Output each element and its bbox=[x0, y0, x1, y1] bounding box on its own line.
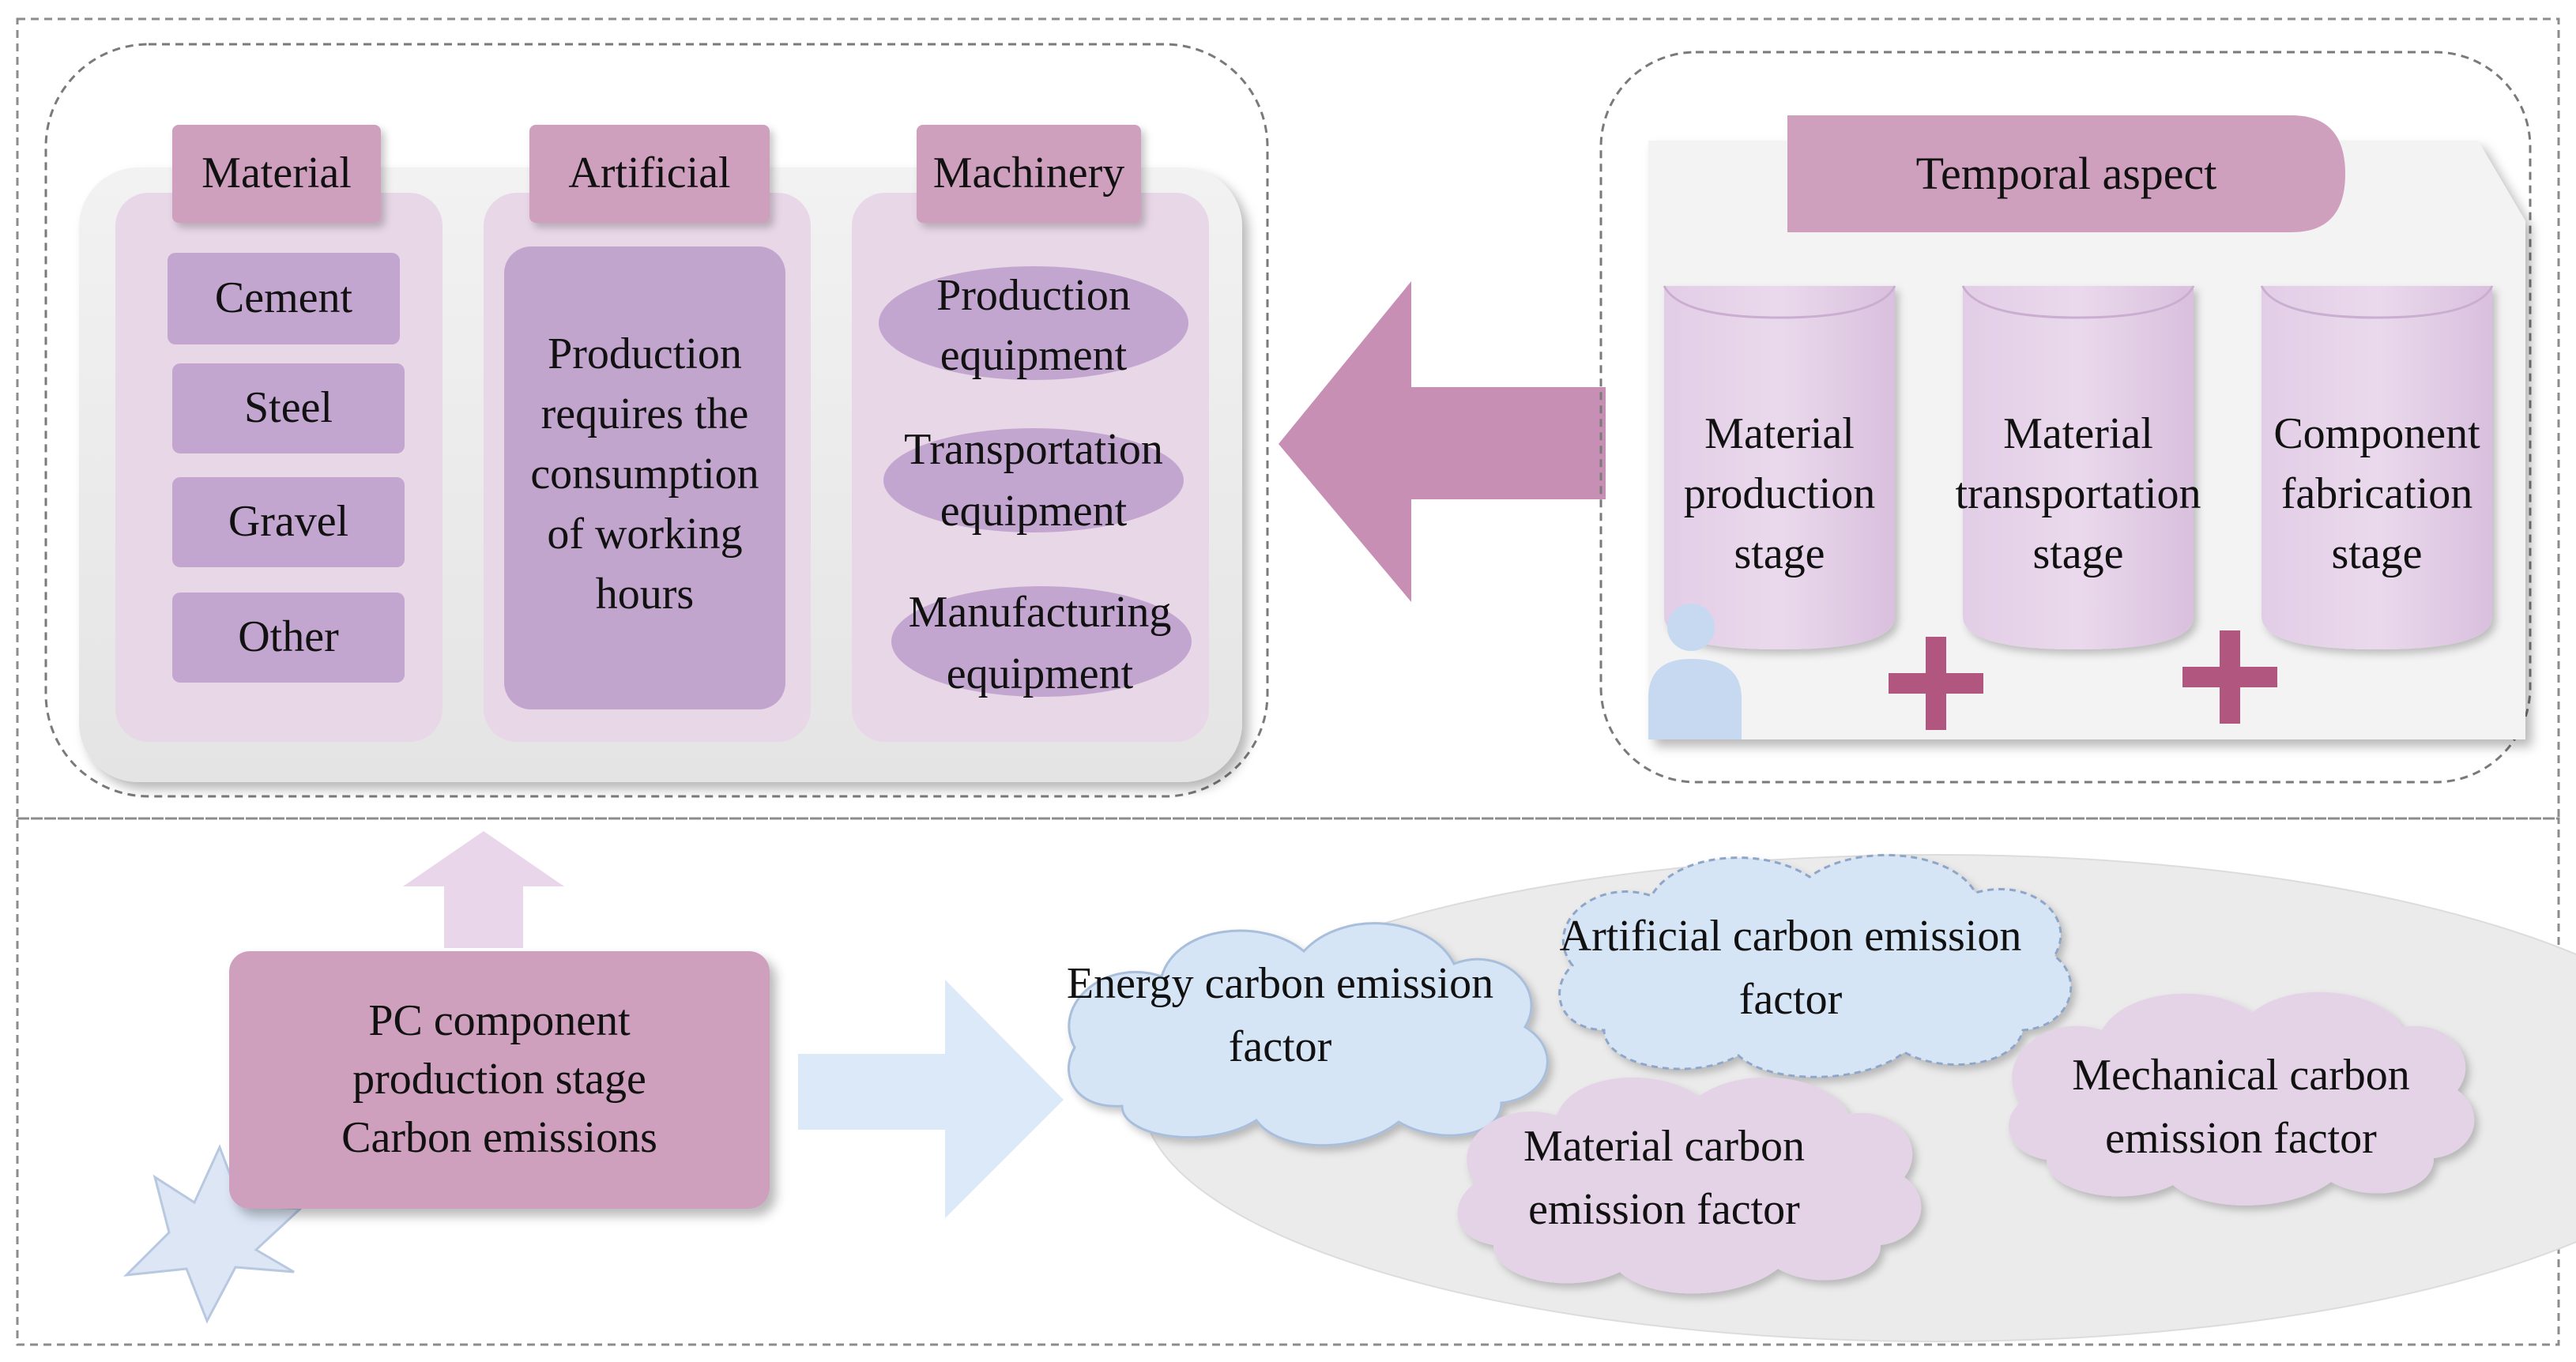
material-header-box bbox=[172, 125, 381, 223]
mechanical-factor-text: Mechanical carbon emission factor bbox=[2072, 1051, 2410, 1163]
stage-material-transportation: Material transportation stage bbox=[1955, 408, 2201, 579]
plus-icon bbox=[2182, 630, 2277, 724]
energy-factor-text: Energy carbon emission factor bbox=[1066, 959, 1494, 1071]
artificial-body-text: Production requires the consumption of w… bbox=[530, 329, 759, 619]
up-arrow bbox=[403, 831, 564, 948]
material-factor-text: Material carbon emission factor bbox=[1523, 1122, 1806, 1234]
stage-cylinder bbox=[1663, 285, 1896, 649]
machinery-item-manufacturing: Manufacturing equipment bbox=[908, 587, 1172, 698]
machinery-item-ellipse bbox=[891, 586, 1192, 697]
plus-icon bbox=[1889, 637, 1983, 730]
source-text: PC component production stage Carbon emi… bbox=[341, 996, 657, 1162]
material-item-box bbox=[172, 593, 405, 683]
machinery-item-transportation: Transportation equipment bbox=[904, 424, 1163, 536]
machinery-item-production: Production equipment bbox=[936, 270, 1131, 380]
machinery-header-box bbox=[917, 125, 1141, 223]
bottom-section-frame bbox=[16, 817, 2560, 1346]
artificial-header-box bbox=[529, 125, 770, 223]
temporal-to-resource-arrow bbox=[1279, 281, 1606, 602]
stage-cylinder bbox=[1961, 285, 2195, 649]
material-item-gravel: Gravel bbox=[228, 497, 349, 547]
machinery-header: Machinery bbox=[932, 149, 1125, 198]
machinery-item-ellipse bbox=[879, 266, 1188, 380]
material-item-cement: Cement bbox=[214, 273, 353, 323]
stage-component-fabrication: Component fabrication stage bbox=[2273, 408, 2480, 579]
material-factor-cloud bbox=[1457, 1077, 1922, 1294]
artificial-body-box bbox=[504, 246, 785, 709]
material-item-steel: Steel bbox=[244, 383, 333, 433]
temporal-header-box bbox=[1787, 115, 2345, 232]
source-box bbox=[229, 951, 770, 1209]
machinery-item-ellipse bbox=[883, 428, 1184, 532]
artificial-factor-text: Artificial carbon emission factor bbox=[1559, 912, 2022, 1024]
artificial-factor-cloud bbox=[1558, 853, 2073, 1078]
material-item-other: Other bbox=[238, 612, 339, 662]
stage-material-production: Material production stage bbox=[1683, 408, 1876, 579]
mechanical-factor-cloud bbox=[2009, 991, 2475, 1206]
stage-cylinder bbox=[2260, 285, 2494, 649]
material-item-box bbox=[172, 363, 405, 453]
temporal-header: Temporal aspect bbox=[1915, 147, 2217, 199]
person-icon bbox=[1648, 604, 1742, 739]
artificial-header: Artificial bbox=[568, 149, 731, 198]
source-to-factors-arrow bbox=[798, 980, 1064, 1218]
temporal-group-frame bbox=[1599, 51, 2532, 784]
material-item-box bbox=[172, 477, 405, 567]
material-item-box bbox=[168, 253, 400, 344]
resource-group-frame bbox=[44, 43, 1269, 798]
material-header: Material bbox=[201, 149, 352, 198]
energy-factor-cloud bbox=[1068, 922, 1549, 1147]
